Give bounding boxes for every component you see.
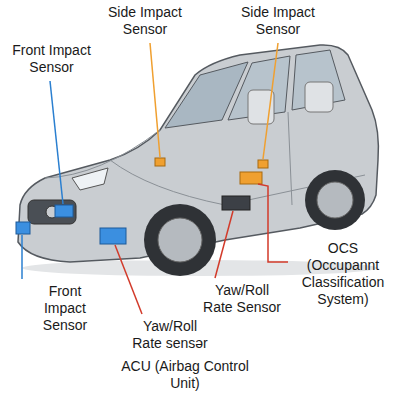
front-impact-sensor — [16, 222, 30, 234]
front-rim — [158, 218, 202, 262]
callout-label: ACU (Airbag Control Unit) — [115, 358, 255, 392]
door-line — [288, 112, 292, 205]
leader-line — [21, 235, 23, 279]
leader-line — [50, 81, 63, 204]
leader-line — [150, 43, 160, 157]
callout-label: Side Impact Sensor — [228, 4, 328, 38]
leader-line — [215, 211, 233, 278]
callout-label: Front Impact Sensor — [30, 283, 100, 334]
leader-line — [263, 43, 278, 159]
side-impact-sensor — [155, 158, 165, 166]
ocs-sensor — [240, 172, 262, 184]
leader-line — [258, 184, 288, 262]
callout-label: Yaw/Roll Rate sensər — [128, 318, 212, 352]
acu-module — [100, 228, 126, 244]
callout-label: Front Impact Sensor — [4, 42, 99, 76]
side-impact-sensor — [258, 160, 268, 168]
rear-rim — [317, 182, 353, 218]
callout-label: OCS (Occupannt Classification System) — [292, 240, 394, 308]
headlight — [72, 168, 108, 190]
yaw-roll-sensor — [222, 196, 250, 210]
callout-label: Side Impact Sensor — [95, 4, 195, 38]
car-body — [18, 45, 378, 262]
grille — [28, 200, 76, 224]
rear-wheel — [305, 170, 365, 230]
rear-seat — [305, 82, 333, 112]
front-wheel — [144, 204, 216, 276]
front-impact-sensor — [55, 205, 73, 217]
callout-label: Yaw/Roll Rate Sensor — [202, 282, 282, 316]
leader-line — [115, 245, 142, 314]
